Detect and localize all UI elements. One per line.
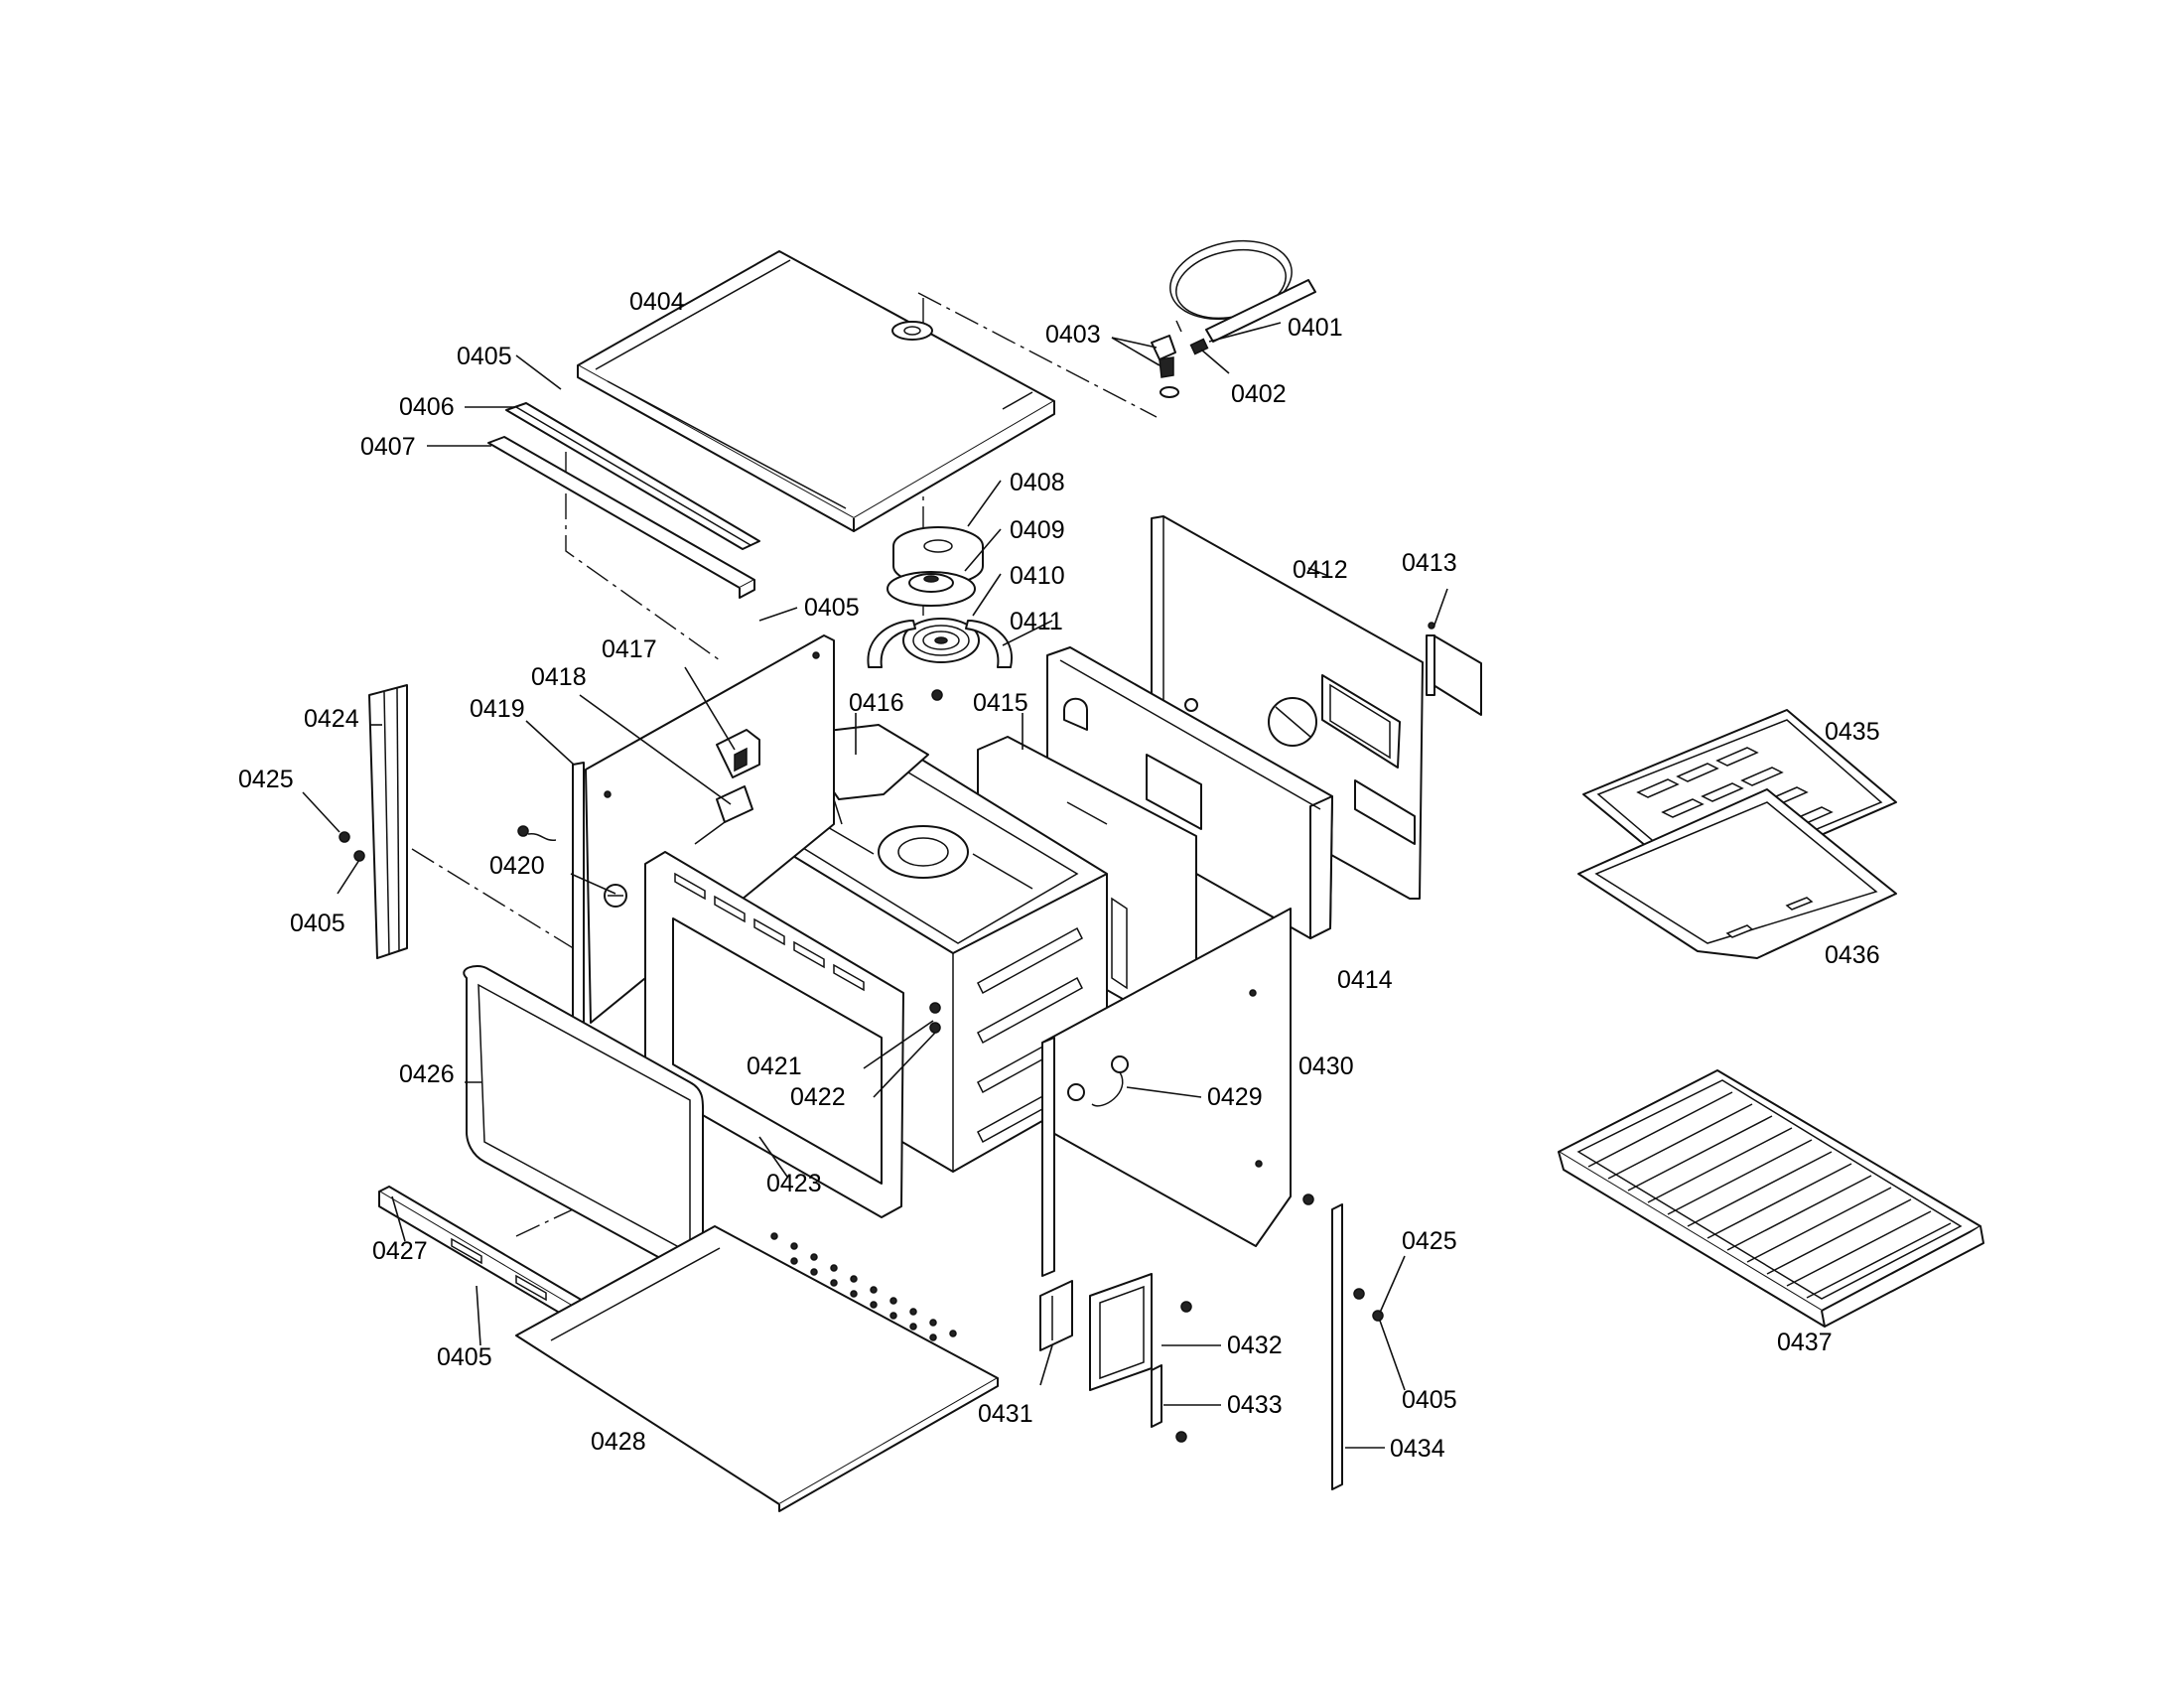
callout-0428: 0428 <box>591 1428 646 1456</box>
part-0429-handle <box>1067 1055 1129 1107</box>
callout-0426: 0426 <box>399 1060 455 1088</box>
callout-0417: 0417 <box>602 635 657 663</box>
callout-0405: 0405 <box>804 594 860 622</box>
bottom-panel-vent-holes <box>770 1232 957 1341</box>
callout-0410: 0410 <box>1010 562 1065 590</box>
part-0402-fitting <box>1189 338 1209 355</box>
part-0428-bottom-panel <box>515 1225 999 1512</box>
callout-0420: 0420 <box>489 852 545 880</box>
part-0431-hinge-bracket <box>1039 1280 1073 1351</box>
part-0417-thermostat-bracket <box>716 729 760 778</box>
callout-0421: 0421 <box>747 1052 802 1080</box>
part-0406-bracket <box>505 402 760 550</box>
callout-0424: 0424 <box>304 705 359 733</box>
part-0410-fan-element <box>902 618 980 663</box>
callout-0409: 0409 <box>1010 516 1065 544</box>
callout-0411: 0411 <box>1010 608 1063 635</box>
part-0434-right-trim <box>1302 1193 1384 1490</box>
callout-0419: 0419 <box>470 695 525 723</box>
callout-labels: 0401 0402 0403 0404 0405 0405 0405 0405 … <box>238 288 1880 1463</box>
callout-0415: 0415 <box>973 689 1028 717</box>
part-0433-hinge-arm <box>1151 1364 1187 1443</box>
callout-0437: 0437 <box>1777 1329 1833 1356</box>
callout-0402: 0402 <box>1231 380 1287 408</box>
callout-0418: 0418 <box>531 663 587 691</box>
callout-0436: 0436 <box>1825 941 1880 969</box>
part-0413-cover-plate <box>1426 622 1435 696</box>
callout-0413: 0413 <box>1402 549 1457 577</box>
part-0418-sensor <box>694 785 753 845</box>
callout-0412: 0412 <box>1293 556 1348 584</box>
leader-lines <box>302 322 1448 1449</box>
callout-0423: 0423 <box>766 1170 822 1197</box>
callout-0425: 0425 <box>238 766 294 793</box>
callout-0427: 0427 <box>372 1237 428 1265</box>
callout-0407: 0407 <box>360 433 416 461</box>
callout-0405: 0405 <box>1402 1386 1457 1414</box>
part-0420-sensor-knob <box>517 825 627 908</box>
callout-0405: 0405 <box>457 343 512 370</box>
part-0403-elbow-fitting <box>1151 320 1182 398</box>
part-0408-fan-cover <box>892 526 984 586</box>
part-0407-trim-strip <box>487 436 755 599</box>
part-0414-rear-duct <box>1046 646 1333 939</box>
callout-0406: 0406 <box>399 393 455 421</box>
part-0430-right-side-panel <box>1041 908 1292 1277</box>
callout-0401: 0401 <box>1288 314 1343 342</box>
callout-0422: 0422 <box>790 1083 846 1111</box>
callout-0430: 0430 <box>1298 1052 1354 1080</box>
part-0409-fan-blade <box>887 571 976 607</box>
part-0401-cable-coil <box>1169 239 1316 343</box>
callout-0435: 0435 <box>1825 718 1880 746</box>
callout-0405: 0405 <box>437 1343 492 1371</box>
part-0424-left-trim <box>339 684 408 959</box>
callout-0434: 0434 <box>1390 1435 1445 1463</box>
callout-0404: 0404 <box>629 288 685 316</box>
callout-0408: 0408 <box>1010 469 1065 496</box>
callout-0425: 0425 <box>1402 1227 1457 1255</box>
callout-0403: 0403 <box>1045 321 1101 349</box>
callout-0429: 0429 <box>1207 1083 1263 1111</box>
part-0404-top-panel <box>577 250 1055 532</box>
callout-0414: 0414 <box>1337 966 1393 994</box>
part-0436-broiler-pan <box>1577 788 1897 959</box>
callout-0405: 0405 <box>290 910 345 937</box>
part-0437-oven-rack <box>1558 1069 1984 1328</box>
callout-0431: 0431 <box>978 1400 1033 1428</box>
callout-0416: 0416 <box>849 689 904 717</box>
callout-0432: 0432 <box>1227 1332 1283 1359</box>
part-0432-hinge-plate <box>1089 1273 1192 1391</box>
callout-0433: 0433 <box>1227 1391 1283 1419</box>
